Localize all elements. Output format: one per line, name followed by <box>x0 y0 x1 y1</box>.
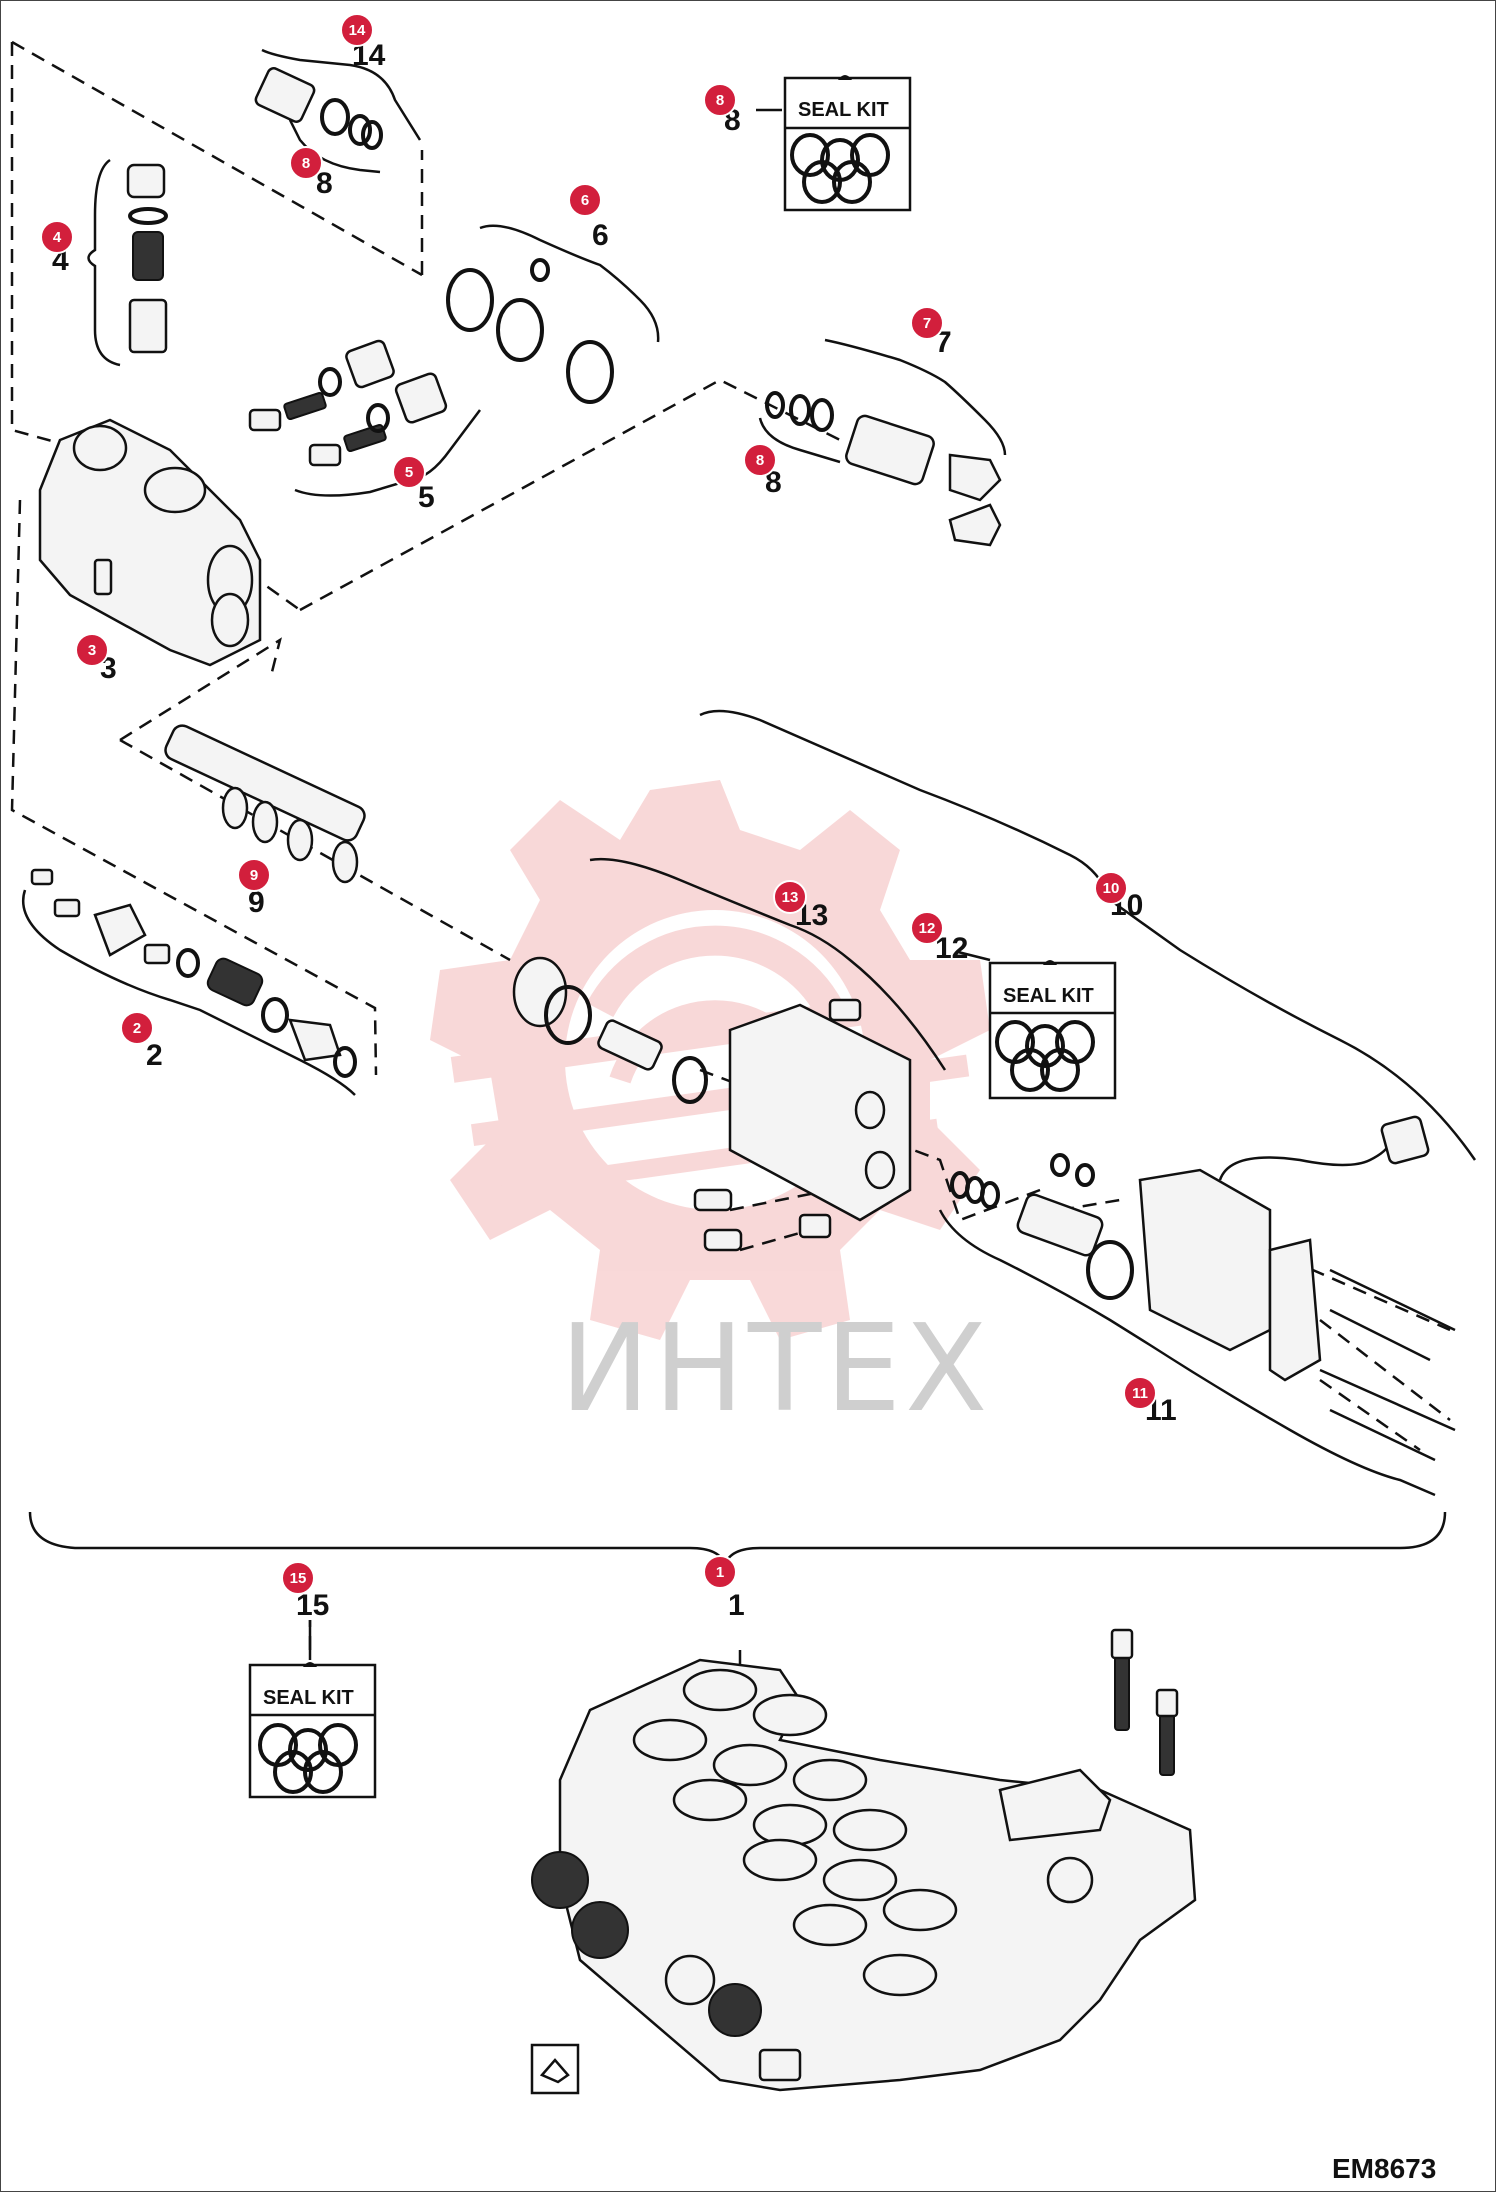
callout-12-marker[interactable] <box>910 911 944 945</box>
bracket-13 <box>589 857 947 1071</box>
part-9-spool <box>164 724 366 884</box>
part-7-solenoid <box>765 391 1002 547</box>
callout-8c: 88 <box>743 443 782 499</box>
seal-kit-12-label: SEAL KIT <box>1003 985 1094 1007</box>
callout-6-number: 6 <box>592 219 609 252</box>
callout-2-marker[interactable] <box>120 1011 154 1045</box>
bracket-2 <box>22 889 356 1096</box>
callout-5: 55 <box>392 455 435 514</box>
callouts: 1122334455667788888899101011111212131314… <box>40 13 1177 1622</box>
part-5-checks <box>248 339 448 467</box>
part-2-spring-cap <box>30 868 357 1078</box>
callout-8b-marker[interactable] <box>289 146 323 180</box>
callout-7: 77 <box>910 306 952 359</box>
callout-5-marker-label: 5 <box>405 464 413 481</box>
part-4-relief-stack <box>126 163 168 354</box>
reference-icon <box>530 2043 580 2095</box>
callout-13-marker-label: 13 <box>782 889 799 906</box>
seal-kit-15: SEAL KIT <box>248 1620 377 1799</box>
callout-6-marker[interactable] <box>568 183 602 217</box>
seal-kit-15-label: SEAL KIT <box>263 1687 354 1709</box>
callout-2: 22 <box>120 1011 163 1072</box>
callout-3: 33 <box>75 633 117 685</box>
bracket-10 <box>699 709 1477 1161</box>
callout-11-marker-label: 11 <box>1132 1385 1148 1402</box>
callout-14-marker-label: 14 <box>349 22 366 39</box>
callout-15-marker-label: 15 <box>290 1570 307 1587</box>
callout-11-marker[interactable] <box>1123 1376 1157 1410</box>
callout-5-marker[interactable] <box>392 455 426 489</box>
callout-15-marker[interactable] <box>281 1561 315 1595</box>
callout-5-number: 5 <box>418 481 435 514</box>
seal-kit-12: SEAL KIT <box>957 950 1117 1100</box>
callout-4-marker[interactable] <box>40 220 74 254</box>
bracket-7 <box>824 338 1007 456</box>
part-13-valve-block <box>512 956 912 1252</box>
callout-8c-marker[interactable] <box>743 443 777 477</box>
callout-8b-marker-label: 8 <box>302 155 310 172</box>
callout-8c-marker-label: 8 <box>756 452 764 469</box>
seal-kit-8: SEAL KIT <box>756 75 912 212</box>
callout-9-marker[interactable] <box>237 858 271 892</box>
callout-1: 11 <box>703 1555 745 1622</box>
callout-7-marker-label: 7 <box>923 315 931 332</box>
callout-4: 44 <box>40 220 74 277</box>
callout-3-marker-label: 3 <box>88 642 96 659</box>
watermark-text: ИНТЕХ <box>560 1300 991 1439</box>
callout-10-marker[interactable] <box>1094 871 1128 905</box>
bracket-4 <box>87 158 121 367</box>
part-1-valve-assembly <box>531 1628 1197 2092</box>
callout-2-number: 2 <box>146 1039 163 1072</box>
callout-4-marker-label: 4 <box>53 229 62 246</box>
bracket-6 <box>479 224 660 343</box>
part-6-orings <box>446 258 614 404</box>
callout-10-marker-label: 10 <box>1103 880 1120 897</box>
callout-6: 66 <box>568 183 609 252</box>
bracket-11 <box>938 1209 1436 1497</box>
callout-9-marker-label: 9 <box>250 867 258 884</box>
part-14-plug <box>254 67 383 150</box>
callout-1-number: 1 <box>728 1589 745 1622</box>
bracket-8b <box>288 119 381 174</box>
callout-8b-number: 8 <box>316 167 333 200</box>
part-3-housing <box>38 418 262 667</box>
seal-kit-8-label: SEAL KIT <box>798 99 889 121</box>
callout-1-marker[interactable] <box>703 1555 737 1589</box>
callout-8a-marker[interactable] <box>703 83 737 117</box>
callout-8a: 88 <box>703 83 741 137</box>
callout-14-marker[interactable] <box>340 13 374 47</box>
callout-1-marker-label: 1 <box>716 1564 724 1581</box>
callout-9: 99 <box>237 858 271 919</box>
bracket-1 <box>28 1511 1447 1570</box>
callout-3-marker[interactable] <box>75 633 109 667</box>
drawing-code: EM8673 <box>1332 2153 1436 2184</box>
callout-12-marker-label: 12 <box>919 920 936 937</box>
callout-6-marker-label: 6 <box>581 192 589 209</box>
bracket-14 <box>261 48 422 141</box>
callout-2-marker-label: 2 <box>133 1020 141 1037</box>
grouping-brackets <box>22 48 1477 1570</box>
callout-8b: 88 <box>289 146 333 200</box>
callout-8a-marker-label: 8 <box>716 92 724 109</box>
bracket-5 <box>294 409 481 497</box>
callout-9-number: 9 <box>248 886 265 919</box>
part-11-solenoid-assy <box>950 1115 1456 1462</box>
bracket-8c <box>758 417 841 464</box>
callout-7-marker[interactable] <box>910 306 944 340</box>
callout-13-marker[interactable] <box>773 880 807 914</box>
